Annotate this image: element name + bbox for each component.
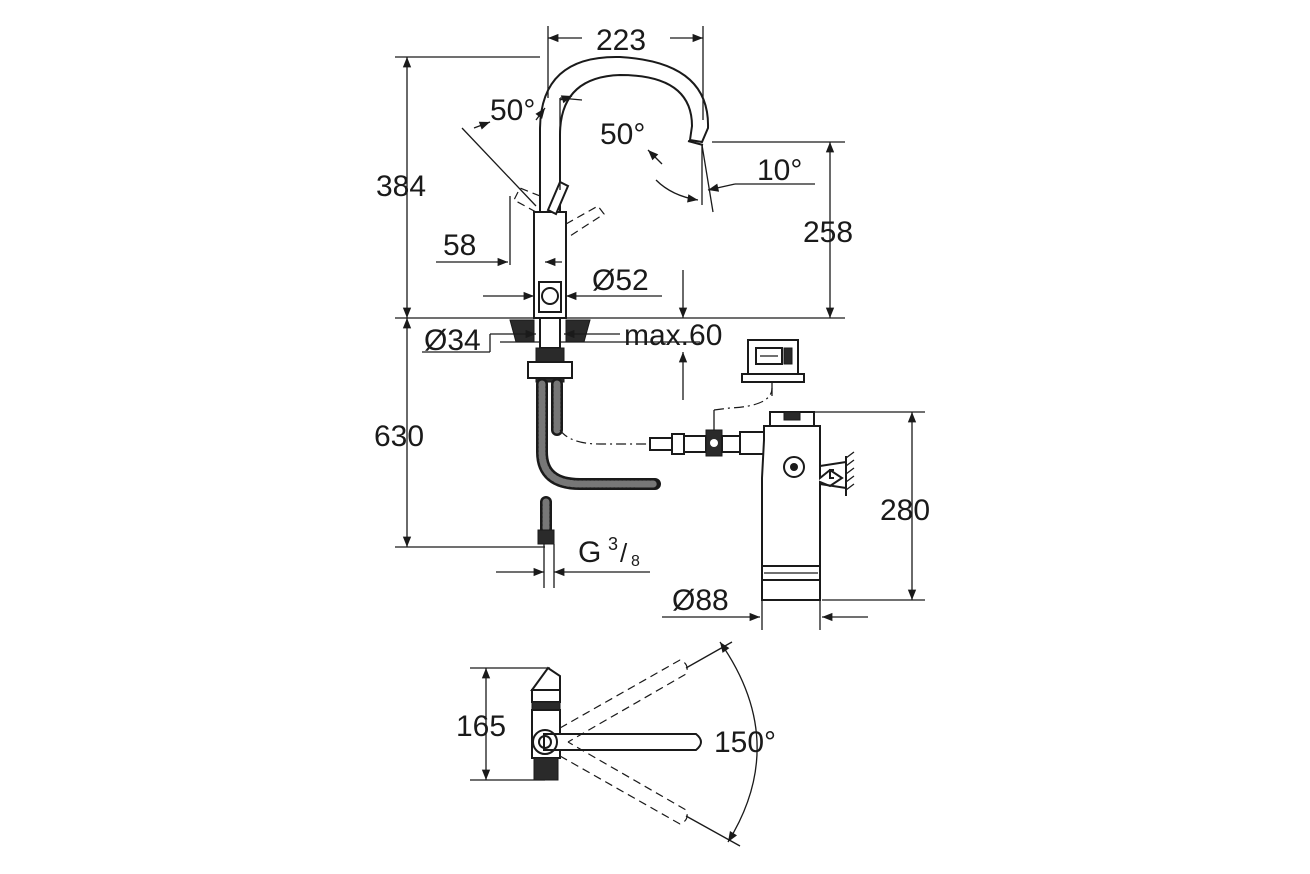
inlet-connector [537, 529, 555, 545]
label-165: 165 [456, 710, 506, 743]
label-diameter-88: Ø88 [672, 584, 729, 617]
label-384: 384 [376, 170, 426, 203]
label-58: 58 [443, 229, 476, 262]
plan-handle [530, 666, 561, 691]
label-thread-g: G [578, 536, 601, 569]
dimension-labels: 223 384 50° 50° 10° 258 58 Ø52 Ø34 max.6… [374, 24, 930, 759]
display-unit [741, 339, 805, 396]
faucet-elevation [395, 26, 925, 630]
lever-left-ghost [513, 187, 541, 213]
counter-left-section [509, 319, 535, 343]
filter-cartridge [761, 411, 855, 601]
label-630: 630 [374, 420, 424, 453]
lever-handle [546, 180, 570, 216]
label-max-60: max.60 [624, 319, 722, 352]
svg-text:/: / [620, 538, 628, 568]
label-280: 280 [880, 494, 930, 527]
label-angle-50-left: 50° [490, 94, 535, 127]
label-thread-denominator: 8 [631, 553, 640, 570]
faucet-plan-view [470, 641, 758, 847]
label-diameter-34: Ø34 [424, 324, 481, 357]
label-angle-10: 10° [757, 154, 802, 187]
filter-hose [559, 429, 650, 445]
valve-assembly [649, 387, 773, 457]
label-223: 223 [596, 24, 646, 57]
plan-base [533, 757, 559, 781]
label-thread-numerator: 3 [608, 534, 618, 554]
label-angle-50-right: 50° [600, 118, 645, 151]
lever-right-ghost [565, 205, 605, 237]
plan-spout [543, 733, 702, 751]
label-diameter-52: Ø52 [592, 264, 649, 297]
plan-spout-ghost-up [559, 659, 688, 743]
plan-spout-ghost-down [559, 741, 688, 825]
label-258: 258 [803, 216, 853, 249]
label-angle-150: 150° [714, 726, 776, 759]
counter-right-section [565, 319, 591, 343]
